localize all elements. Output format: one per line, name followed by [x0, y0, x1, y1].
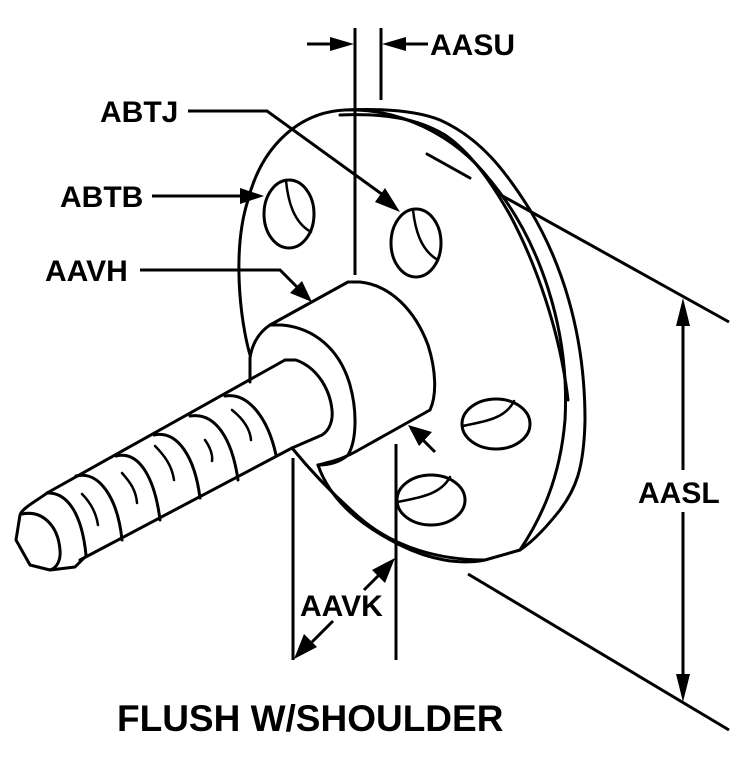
thread-5 [188, 414, 240, 482]
hole-lower-right [460, 397, 532, 451]
threaded-shank [14, 358, 334, 572]
dimension-aavk: AAVK [291, 425, 437, 660]
aasl-arrow-bottom [676, 674, 690, 702]
rim-highlight [425, 152, 472, 180]
shank-bottom-edge [78, 446, 294, 562]
label-aasu: AASU [430, 29, 515, 62]
flange-rim-inner-edge [338, 113, 570, 402]
abtj-leader-line [188, 109, 391, 202]
label-abtj: ABTJ [100, 96, 178, 129]
flange-rim-edge [343, 108, 587, 552]
hole-upper-right [389, 207, 443, 279]
shank-tip-face [20, 511, 62, 572]
aasu-arrow-right [382, 37, 406, 51]
leader-abtb: ABTB [60, 181, 264, 214]
flange-lower-contour [290, 446, 487, 562]
label-aavk: AAVK [300, 590, 383, 623]
thread-mark-1 [80, 492, 100, 527]
aasu-arrow-left [330, 37, 354, 51]
thread-2 [74, 473, 124, 542]
shank-tip [14, 491, 87, 572]
abtb-arrow [240, 188, 264, 204]
thread-mark-4 [203, 438, 214, 463]
thread-mark-5 [230, 408, 253, 442]
label-abtb: ABTB [60, 181, 143, 214]
flange [237, 108, 587, 564]
thread-3 [114, 453, 162, 522]
thread-mark-2 [120, 471, 139, 505]
thread-6 [223, 394, 278, 457]
thread-4 [152, 432, 202, 500]
abtj-arrow [375, 188, 400, 212]
hole-upper-left [262, 178, 316, 250]
shank-end-face [283, 358, 334, 450]
aavk-leader-upper [362, 572, 382, 592]
dimension-aasl: AASL [467, 192, 730, 732]
aavh-leader-line [140, 268, 300, 290]
label-aasl: AASL [638, 477, 720, 510]
aavk-arrow-upper [372, 558, 395, 583]
shank-top-edge [45, 358, 287, 495]
shoulder-front-face [248, 323, 357, 467]
aavk-leader-lower [310, 619, 335, 644]
flange-front-face [237, 108, 568, 564]
shoulder [248, 280, 437, 467]
aavk-shoulder-pointer-arrow [408, 425, 432, 446]
aasl-extension-bottom [467, 572, 730, 732]
aavh-arrow [290, 281, 312, 302]
diagram-caption: FLUSH W/SHOULDER [117, 698, 503, 739]
thread-1 [45, 491, 88, 557]
label-aavh: AAVH [45, 255, 128, 288]
thread-mark-3 [153, 444, 176, 482]
aasl-extension-top [498, 192, 730, 324]
aasl-arrow-top [676, 298, 690, 326]
leader-aavh: AAVH [45, 255, 312, 302]
hole-lower-left [395, 473, 467, 527]
dimension-aasu: AASU [307, 28, 515, 275]
aavk-arrow-lower [294, 634, 317, 659]
leader-abtj: ABTJ [100, 96, 400, 212]
